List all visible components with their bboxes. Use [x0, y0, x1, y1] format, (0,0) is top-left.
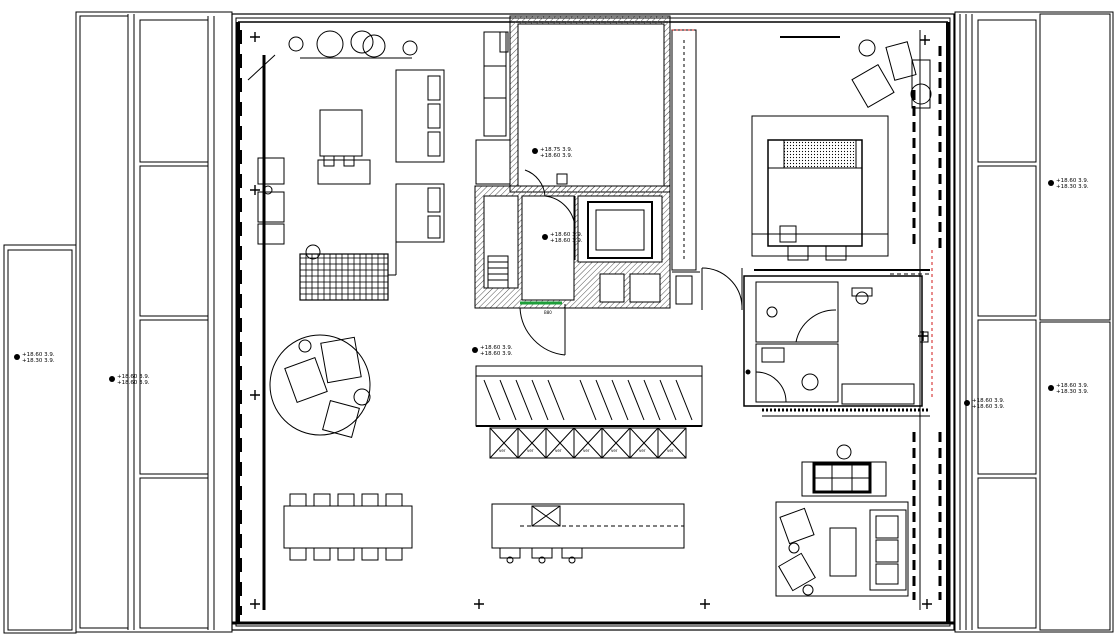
- level-mark-bath-right: +18.60 3.9. +18.60 3.9.: [964, 398, 1005, 410]
- kitchen-counter: [475, 365, 703, 427]
- media-console: [801, 444, 887, 497]
- svg-text:+18.75 3.9.: +18.75 3.9.: [540, 147, 573, 153]
- svg-text:+18.60 3.9.: +18.60 3.9.: [550, 238, 583, 244]
- svg-text:+18.30 3.9.: +18.30 3.9.: [1056, 389, 1089, 395]
- svg-text:ver: ver: [639, 448, 646, 453]
- svg-text:+18.60 3.9.: +18.60 3.9.: [480, 351, 513, 357]
- round-lounge: [269, 334, 371, 438]
- level-marks: +18.60 3.9. +18.30 3.9. +18.60 3.9. +18.…: [14, 147, 1089, 410]
- bedroom-curtain: [912, 46, 942, 248]
- level-mark-living: +18.60 3.9. +18.60 3.9.: [472, 345, 513, 357]
- bathroom: [743, 275, 930, 417]
- wardrobe: [671, 29, 700, 305]
- svg-text:+18.60 3.9.: +18.60 3.9.: [550, 232, 583, 238]
- svg-text:+18.30 3.9.: +18.30 3.9.: [22, 358, 55, 364]
- core-walls: [474, 15, 671, 309]
- svg-text:ver: ver: [499, 448, 506, 453]
- svg-text:ver: ver: [611, 448, 618, 453]
- svg-text:+18.60 3.9.: +18.60 3.9.: [1056, 383, 1089, 389]
- kitchen-cabinets: [489, 427, 687, 459]
- level-mark-right-terrace-upper: +18.60 3.9. +18.30 3.9.: [1048, 178, 1089, 190]
- side-units: [257, 157, 285, 245]
- level-mark-core-upper: +18.75 3.9. +18.60 3.9.: [532, 147, 573, 159]
- sofa-main: [395, 69, 445, 243]
- lounge-set-right: [775, 501, 909, 597]
- level-mark-left-terrace: +18.60 3.9. +18.60 3.9.: [109, 374, 150, 386]
- left-terrace-outer: [3, 244, 77, 634]
- svg-text:+18.60 3.9.: +18.60 3.9.: [1056, 178, 1089, 184]
- level-mark-core-middle: +18.60 3.9. +18.60 3.9.: [542, 232, 583, 244]
- door-tag: B80: [544, 310, 552, 315]
- svg-text:+18.60 3.9.: +18.60 3.9.: [22, 352, 55, 358]
- svg-text:ver: ver: [667, 448, 674, 453]
- entrance-door[interactable]: [519, 304, 566, 356]
- svg-text:+18.60 3.9.: +18.60 3.9.: [117, 374, 150, 380]
- svg-text:+18.60 3.9.: +18.60 3.9.: [540, 153, 573, 159]
- cabinet-tags: ver ver ver ver ver ver ver: [499, 448, 674, 453]
- kitchen-island: [491, 503, 685, 564]
- left-terrace: [75, 11, 233, 633]
- lounge-chairs-top: [288, 30, 418, 59]
- rug: [299, 253, 389, 301]
- bedroom-door[interactable]: [701, 267, 743, 310]
- exterior-walls: [231, 13, 955, 631]
- level-mark-left-outer: +18.60 3.9. +18.30 3.9.: [14, 352, 55, 364]
- armchair: [317, 109, 371, 185]
- svg-text:+18.60 3.9.: +18.60 3.9.: [972, 398, 1005, 404]
- column-markers: [250, 32, 932, 609]
- svg-text:+18.30 3.9.: +18.30 3.9.: [1056, 184, 1089, 190]
- svg-text:ver: ver: [583, 448, 590, 453]
- svg-text:+18.60 3.9.: +18.60 3.9.: [972, 404, 1005, 410]
- bed: [751, 115, 889, 261]
- right-curtain-lower: [912, 432, 942, 600]
- svg-text:ver: ver: [555, 448, 562, 453]
- bedroom-chairs: [780, 36, 932, 109]
- level-mark-right-terrace-lower: +18.60 3.9. +18.30 3.9.: [1048, 383, 1089, 395]
- svg-text:ver: ver: [527, 448, 534, 453]
- dining-table: [283, 493, 413, 561]
- svg-text:+18.60 3.9.: +18.60 3.9.: [117, 380, 150, 386]
- right-terrace: [954, 11, 1114, 633]
- storage-shelves: [475, 31, 511, 185]
- svg-text:+18.60 3.9.: +18.60 3.9.: [480, 345, 513, 351]
